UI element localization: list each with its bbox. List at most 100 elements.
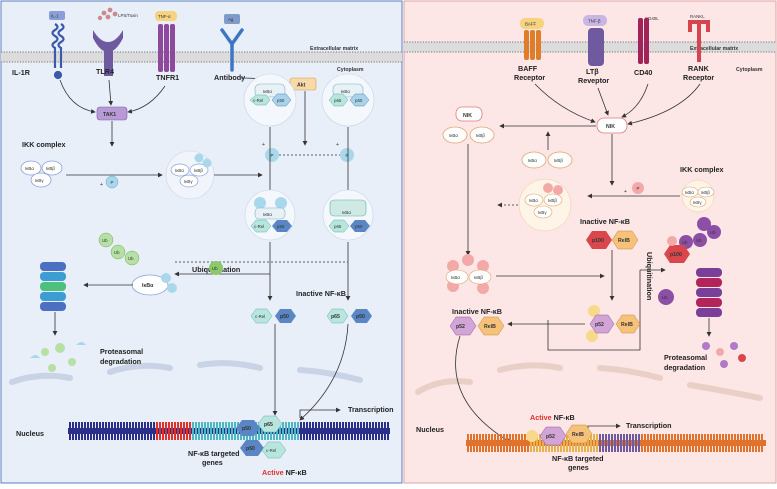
r-ub-free: Ub [662, 295, 668, 300]
right-inactive-nfkb-bottom: Inactive NF-κB [452, 307, 502, 316]
il1-label: IL-1 [51, 14, 59, 19]
nik-ikb-complex: NIK IκBα IκBβ [442, 106, 495, 144]
phosphate-label: P [111, 180, 114, 185]
right-targeted-genes-1: NF-κB targeted [552, 454, 604, 463]
antibody-icon [220, 28, 244, 72]
bound-crel: c-Rel [266, 448, 276, 453]
left-transcription-label: Transcription [348, 405, 394, 414]
complex1-p50: p50 [277, 98, 285, 103]
rank-receptor-icon [688, 20, 710, 62]
p-complex1-ikba: IκBα [263, 212, 272, 217]
il1r-label: IL-1R [12, 68, 31, 77]
rank-receptor-label-2: Receptor [683, 73, 714, 82]
tlr4-label: TLR4 [96, 67, 114, 76]
tnfr1-label: TNFR1 [156, 73, 179, 82]
center-p2-label: P [346, 153, 349, 158]
bound-p50-b: p50 [246, 446, 255, 452]
inactive-p65: p65 [331, 314, 340, 320]
plus-sign: + [100, 182, 103, 188]
left-ikk-complex-label: IKK complex [22, 140, 66, 149]
tak1-box [96, 106, 128, 121]
tnfb-label: TNF-β [588, 19, 601, 24]
right-phosphorylated-ikk: IκBα IκBβ IκBγ [518, 178, 572, 232]
r-ikk-ikbb: IκBβ [701, 190, 710, 195]
complex2-p65: p65 [334, 98, 342, 103]
right-ubiquitination-label: Ubiquitination [645, 252, 654, 300]
right-extracellular-label: Extracellular matrix [690, 46, 738, 52]
rp-ikbb: IκBβ [474, 275, 483, 280]
ikk-ikbb: IκBβ [46, 166, 55, 171]
complex1-ikba: IκBα [263, 89, 272, 94]
left-cytoplasm-label: Cytoplasm [337, 67, 364, 73]
left-degradation-label: degradation [100, 357, 141, 366]
right-nuclear-envelope [415, 362, 763, 401]
r-ub-2: Ub [696, 238, 702, 243]
inactive-p50: p50 [280, 314, 289, 320]
rp-ikba: IκBα [451, 275, 460, 280]
ikba-crel-p50-complex: IκBα c-Rel p50 [243, 73, 297, 127]
plus-1: + [262, 142, 265, 148]
right-proteasomal-label: Proteasomal [664, 353, 707, 362]
rp-ikk-ikbb: IκBβ [548, 198, 557, 203]
center-p1-label: P [271, 153, 274, 158]
right-cytoplasm-label: Cytoplasm [736, 67, 763, 73]
right-ikk-complex-label: IKK complex [680, 165, 724, 174]
right-transcription-label: Transcription [626, 421, 672, 430]
p-ikk-ikba: IκBα [175, 168, 184, 173]
r-ub-3: Ub [710, 230, 716, 235]
right-ikk-complex: IκBα IκBβ IκBγ [681, 179, 715, 213]
left-active-nfkb: Active NF-κB [262, 468, 307, 477]
left-membrane [1, 51, 402, 63]
il1r-receptor-icon [51, 23, 65, 80]
ltb-receptor-icon [588, 28, 604, 66]
cd40-receptor-label: CD40 [634, 68, 652, 77]
baff-receptor-label-1: BAFF [518, 64, 538, 73]
p-complex1-crel: c-Rel [254, 224, 264, 229]
left-targeted-genes-1: NF-κB targeted [188, 449, 240, 458]
cd40-receptor-icon [638, 18, 649, 64]
pair-ikba: IκBα [528, 158, 537, 163]
complex1-crel: c-Rel [253, 98, 263, 103]
p100-label: p100 [592, 238, 604, 244]
r-ikk-ikbg: IκBγ [693, 200, 702, 205]
tnfa-label: TNF-α [158, 14, 171, 19]
plus-2: + [336, 142, 339, 148]
inactive-relb-label: RelB [484, 324, 496, 330]
nik-ikba: IκBα [449, 133, 458, 138]
cd40l-label: CD40L [645, 16, 659, 21]
tlr4-receptor-icon [93, 30, 123, 76]
right-proteasome-icon [696, 268, 722, 317]
inactive-p50-b: p50 [356, 314, 365, 320]
p-complex1-p50: p50 [277, 224, 285, 229]
ub-p100-label: p100 [670, 252, 682, 258]
ub-3: Ub [128, 256, 134, 261]
baff-label: BAFF [525, 22, 537, 27]
r-p-label: P [637, 186, 640, 191]
p-ikk-ikbb: IκBβ [194, 168, 203, 173]
p-complex2-ikba: IκBα [342, 210, 351, 215]
inactive-p65-p50: p65 p50 [326, 308, 372, 324]
tak1-label: TAK1 [103, 112, 116, 118]
processed-p52-relb: p52 RelB [586, 305, 641, 342]
inactive-p52-relb: p52 RelB [449, 316, 505, 336]
rankl-label: RANKL [690, 14, 705, 19]
r-ikk-ikba: IκBα [685, 190, 694, 195]
active-p52-relb-dna-bound: p52 RelB [526, 424, 593, 446]
relb-label: RelB [618, 238, 630, 244]
processed-p52-label: p52 [595, 322, 604, 328]
p-complex2-p65: p65 [334, 224, 342, 229]
inactive-p52-label: p52 [456, 324, 465, 330]
left-extracellular-label: Extracellular matrix [310, 46, 358, 52]
degraded-fragments [30, 342, 86, 372]
nik-complex-label: NIK [463, 113, 472, 119]
ltb-receptor-label-1: LTβ [586, 67, 599, 76]
nik-ikbb: IκBβ [476, 133, 485, 138]
right-targeted-genes-2: genes [568, 463, 589, 472]
ikb-pair: IκBα IκBβ [521, 151, 573, 169]
right-degradation-label: degradation [664, 363, 705, 372]
baff-receptor-icon [524, 30, 541, 60]
ikk-ikbg: IκBγ [35, 178, 44, 183]
right-inactive-nfkb-top: Inactive NF-κB [580, 217, 630, 226]
